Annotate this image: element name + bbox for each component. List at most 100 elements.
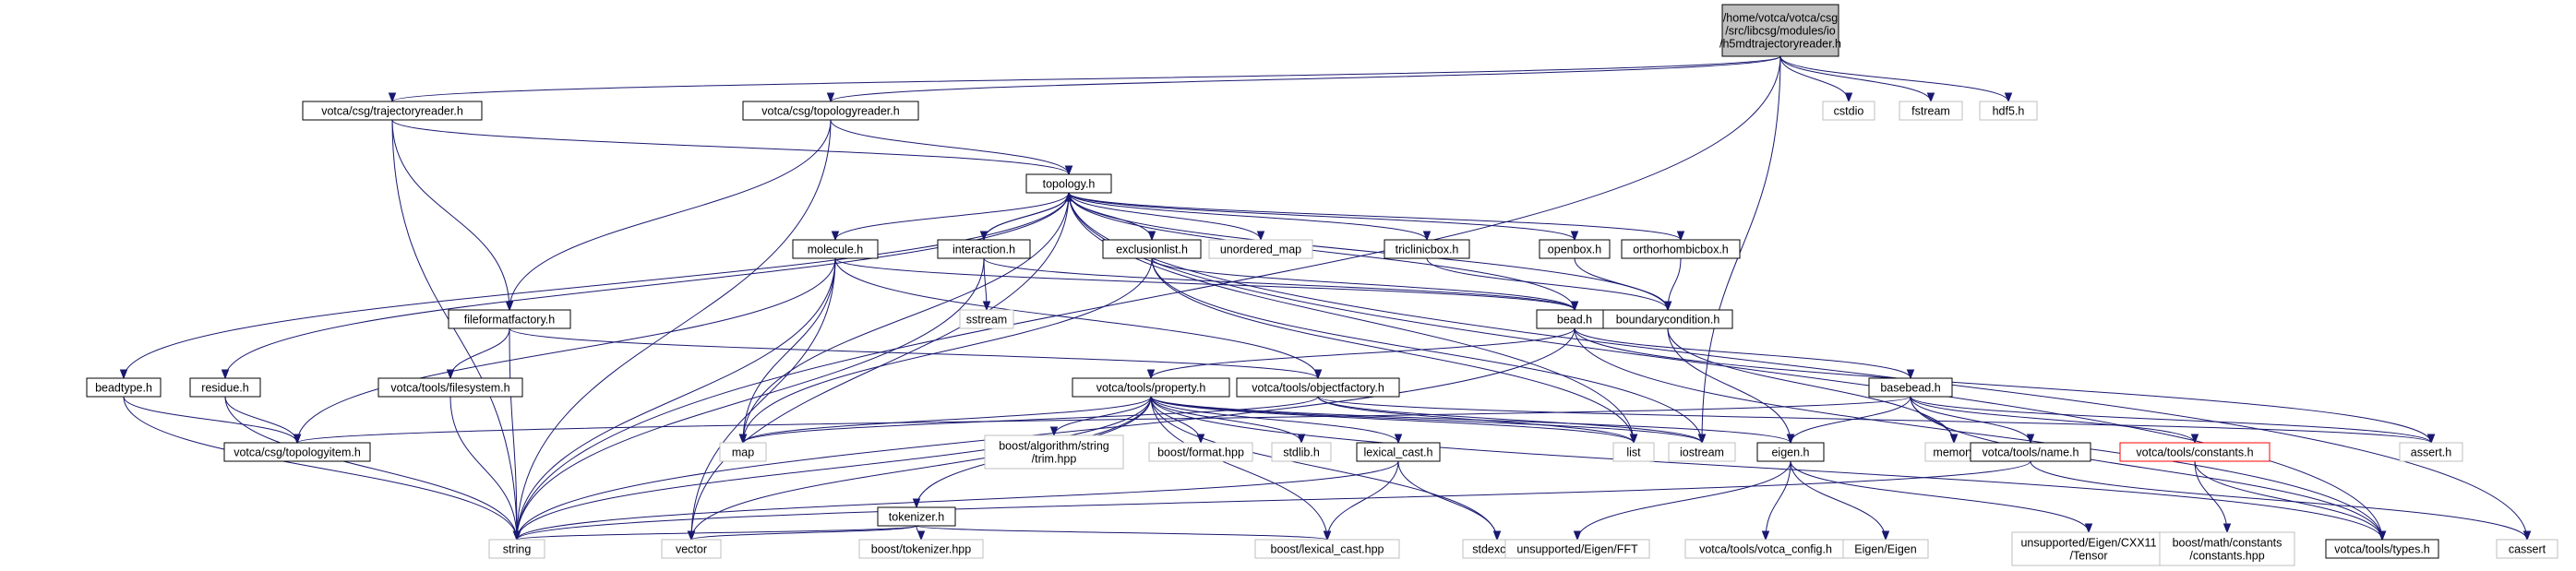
file-node-molecule[interactable]: molecule.h [792, 239, 879, 259]
file-node-triclinicbox[interactable]: triclinicbox.h [1384, 239, 1470, 259]
file-node-string: string [488, 539, 545, 559]
edge-line [449, 327, 510, 379]
edge-arrowhead [917, 530, 926, 541]
file-node-residue[interactable]: residue.h [189, 377, 261, 398]
edge-line [1068, 192, 1682, 241]
node-label: hdf5.h [1993, 105, 2025, 118]
include-edge-exclusionlist-to-bead [1151, 257, 1579, 312]
edge-arrowhead [1394, 434, 1403, 445]
file-node-fileformatfactory[interactable]: fileformatfactory.h [448, 309, 571, 329]
include-edge-fileformatfactory-to-filesystem [446, 327, 510, 380]
file-node-bead[interactable]: bead.h [1536, 309, 1613, 329]
node-label: boost/algorithm/string [999, 440, 1109, 453]
file-node-beadtype[interactable]: beadtype.h [86, 377, 162, 398]
file-node-trajectoryreader[interactable]: votca/csg/trajectoryreader.h [302, 101, 483, 121]
file-node-orthorhombicbox[interactable]: orthorhombicbox.h [1621, 239, 1741, 259]
node-label: votca/tools/types.h [2334, 543, 2430, 556]
node-label: /Tensor [2070, 550, 2108, 563]
edge-line [1790, 460, 1887, 541]
edge-line [742, 192, 1070, 444]
edge-line [834, 257, 1319, 379]
file-node-boundarycondition[interactable]: boundarycondition.h [1602, 309, 1733, 329]
include-edge-property-to-trim [1049, 396, 1152, 437]
edge-arrowhead [2004, 92, 2013, 103]
file-node-eigen[interactable]: eigen.h [1756, 442, 1825, 462]
edge-line [742, 396, 1319, 444]
edge-arrowhead [293, 434, 302, 445]
file-node-types[interactable]: votca/tools/types.h [2325, 539, 2439, 559]
edge-arrowhead [2190, 434, 2199, 445]
edge-line [1151, 257, 1635, 444]
edge-line [690, 257, 836, 541]
file-node-name[interactable]: votca/tools/name.h [1970, 442, 2091, 462]
file-node-openbox[interactable]: openbox.h [1539, 239, 1611, 259]
node-box [2496, 539, 2558, 559]
file-node-lexical_cast[interactable]: lexical_cast.h [1356, 442, 1441, 462]
node-box [302, 101, 483, 121]
edge-line [1910, 396, 2432, 444]
file-node-topologyitem[interactable]: votca/csg/topologyitem.h [223, 442, 371, 462]
edge-line [1910, 396, 2031, 444]
node-label: Eigen/Eigen [1854, 543, 1916, 556]
file-node-boostlexicalcast: boost/lexical_cast.hpp [1254, 539, 1400, 559]
edge-line [516, 396, 1152, 541]
file-node-property[interactable]: votca/tools/property.h [1072, 377, 1230, 398]
node-label: /home/votca/votca/csg [1723, 12, 1838, 25]
node-label: votca/tools/constants.h [2136, 446, 2253, 459]
node-box [858, 539, 984, 559]
edge-line [1426, 257, 1669, 311]
include-edge-root-to-fstream [1779, 55, 1935, 103]
node-box [661, 539, 722, 559]
node-box [959, 309, 1014, 329]
include-edge-tokenizer-to-boostlexicalcast [916, 525, 1332, 541]
edge-line [1068, 192, 1635, 444]
node-label: /src/libcsg/modules/io [1725, 25, 1836, 38]
file-node-constants[interactable]: votca/tools/constants.h [2119, 442, 2270, 462]
edge-line [1150, 396, 2383, 541]
include-edge-root-to-topologyreader [826, 55, 1781, 103]
file-node-topologyreader[interactable]: votca/csg/topologyreader.h [742, 101, 919, 121]
file-node-topology[interactable]: topology.h [1025, 173, 1112, 194]
edge-line [516, 327, 1576, 541]
file-node-hdf5: hdf5.h [1979, 101, 2038, 121]
include-edge-topology-to-openbox [1068, 192, 1579, 242]
node-box [448, 309, 571, 329]
edge-line [296, 257, 836, 444]
node-label: boost/lexical_cast.hpp [1271, 543, 1384, 556]
node-box [1102, 239, 1202, 259]
edge-line [834, 192, 1070, 241]
file-node-basebead[interactable]: basebead.h [1868, 377, 1953, 398]
edge-arrowhead [1697, 434, 1707, 445]
edge-line [296, 396, 1911, 444]
file-node-root[interactable]: /home/votca/votca/csg/src/libcsg/modules… [1719, 4, 1841, 57]
edge-arrowhead [2522, 530, 2532, 541]
edge-line [516, 460, 1399, 541]
node-label: boundarycondition.h [1616, 314, 1720, 327]
edge-line [742, 257, 1153, 444]
file-node-tokenizer[interactable]: tokenizer.h [877, 506, 956, 527]
edge-arrowhead [2026, 434, 2035, 445]
include-edge-eigen-to-votca_config [1761, 460, 1791, 541]
file-node-unordered_map: unordered_map [1208, 239, 1313, 259]
edge-line [1576, 460, 1791, 541]
include-edge-fileformatfactory-to-objectfactory [509, 327, 1323, 380]
edge-arrowhead [1146, 369, 1156, 380]
edge-arrowhead [826, 92, 835, 103]
node-label: sstream [966, 314, 1007, 327]
edge-line [1150, 396, 1328, 541]
node-box [1236, 377, 1400, 398]
edge-line [224, 192, 1070, 379]
file-node-objectfactory[interactable]: votca/tools/objectfactory.h [1236, 377, 1400, 398]
include-edge-boundarycondition-to-eigen [1667, 327, 1795, 445]
edge-line [1068, 192, 1262, 241]
file-node-filesystem[interactable]: votca/tools/filesystem.h [377, 377, 523, 398]
edge-line [1317, 396, 1703, 444]
node-label: lexical_cast.h [1363, 446, 1432, 459]
file-node-boostconstants: boost/math/constants/constants.hpp [2159, 531, 2295, 566]
node-box [1208, 239, 1313, 259]
file-node-interaction[interactable]: interaction.h [937, 239, 1031, 259]
edge-line [509, 327, 1319, 379]
file-node-fstream: fstream [1899, 101, 1963, 121]
include-edge-molecule-to-string [512, 257, 836, 541]
file-node-exclusionlist[interactable]: exclusionlist.h [1102, 239, 1202, 259]
